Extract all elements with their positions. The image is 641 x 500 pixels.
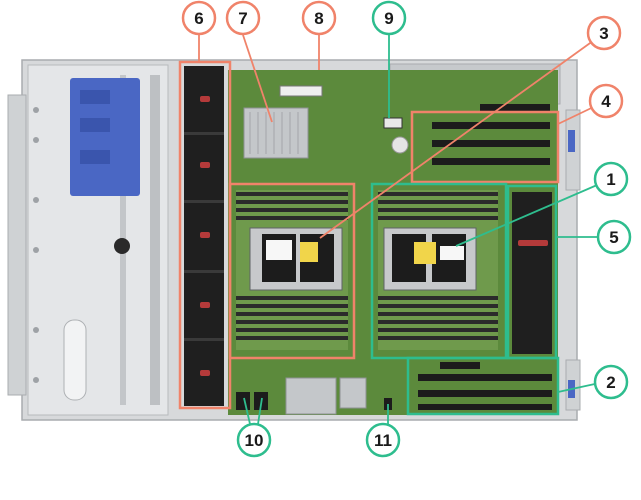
leader-10a xyxy=(243,397,251,425)
callout-3: 3 xyxy=(586,15,622,51)
fan-bank-left xyxy=(184,66,224,406)
callout-1: 1 xyxy=(593,161,629,197)
dimm-bank-left xyxy=(236,190,348,350)
callout-2: 2 xyxy=(593,364,629,400)
cage-rib xyxy=(150,75,160,405)
callout-number: 8 xyxy=(314,9,323,28)
power-connector xyxy=(279,85,323,97)
callout-number: 7 xyxy=(238,9,247,28)
lower-heatsink xyxy=(285,377,337,415)
callout-11: 11 xyxy=(365,422,401,458)
callout-number: 3 xyxy=(599,24,608,43)
sata-connector xyxy=(236,392,250,410)
callout-circle xyxy=(593,161,629,197)
callout-circle xyxy=(588,83,624,119)
cpu-warning-label xyxy=(414,242,436,264)
callout-circle xyxy=(301,0,337,36)
callout-circle xyxy=(596,219,632,255)
callout-9: 9 xyxy=(371,0,407,36)
callout-6: 6 xyxy=(181,0,217,36)
chipset-heatsink xyxy=(243,107,309,159)
internal-usb-port xyxy=(383,117,403,129)
leader-1 xyxy=(455,178,612,247)
callout-number: 4 xyxy=(601,92,611,111)
callout-number: 2 xyxy=(606,373,615,392)
right-latch-blue xyxy=(568,130,575,152)
heatsink-fins xyxy=(249,112,299,154)
dimm-bank-right xyxy=(378,190,498,350)
callout-number: 5 xyxy=(609,228,618,247)
pcie-slots-lower xyxy=(418,362,552,410)
box-pcie-lower xyxy=(406,356,560,416)
callout-number: 6 xyxy=(194,9,203,28)
callout-leaders xyxy=(198,32,612,425)
cpu-warning-label xyxy=(300,242,318,262)
fan-release-tab xyxy=(518,240,548,246)
callout-circle xyxy=(371,0,407,36)
cage-lock xyxy=(114,238,130,254)
callout-circle xyxy=(225,0,261,36)
fan-dividers xyxy=(184,132,224,341)
callout-number: 11 xyxy=(374,431,392,450)
leader-10b xyxy=(257,397,263,425)
callout-4: 4 xyxy=(588,83,624,119)
cage-pull-handle xyxy=(63,319,87,401)
callout-circle xyxy=(593,364,629,400)
leader-7 xyxy=(242,34,273,123)
fan-release-tabs xyxy=(200,96,210,376)
highlight-boxes xyxy=(178,60,560,416)
callout-8: 8 xyxy=(301,0,337,36)
callout-markers: 1 2 3 4 5 6 7 8 9 10 11 xyxy=(181,0,632,458)
callout-circle xyxy=(586,15,622,51)
blue-bracket xyxy=(70,78,140,196)
chassis-left-rail xyxy=(7,94,27,396)
cage-screws xyxy=(33,107,39,383)
lower-heatsink-small xyxy=(339,377,367,409)
callout-circle xyxy=(236,422,272,458)
cpu-label xyxy=(440,246,464,260)
callout-circle xyxy=(181,0,217,36)
callout-number: 10 xyxy=(245,431,264,450)
callout-7: 7 xyxy=(225,0,261,36)
callout-5: 5 xyxy=(596,219,632,255)
callout-10: 10 xyxy=(236,422,272,458)
callout-circle xyxy=(365,422,401,458)
callout-number: 1 xyxy=(606,170,615,189)
fan-cage xyxy=(512,192,552,354)
pcie-slots-upper xyxy=(432,104,550,165)
battery xyxy=(391,136,409,154)
box-pcie-upper xyxy=(410,110,560,184)
leader-3 xyxy=(319,32,605,239)
callout-number: 9 xyxy=(384,9,393,28)
box-dimm-left xyxy=(228,182,356,360)
fan-bank-right xyxy=(512,192,552,354)
cpu-label xyxy=(266,240,292,260)
